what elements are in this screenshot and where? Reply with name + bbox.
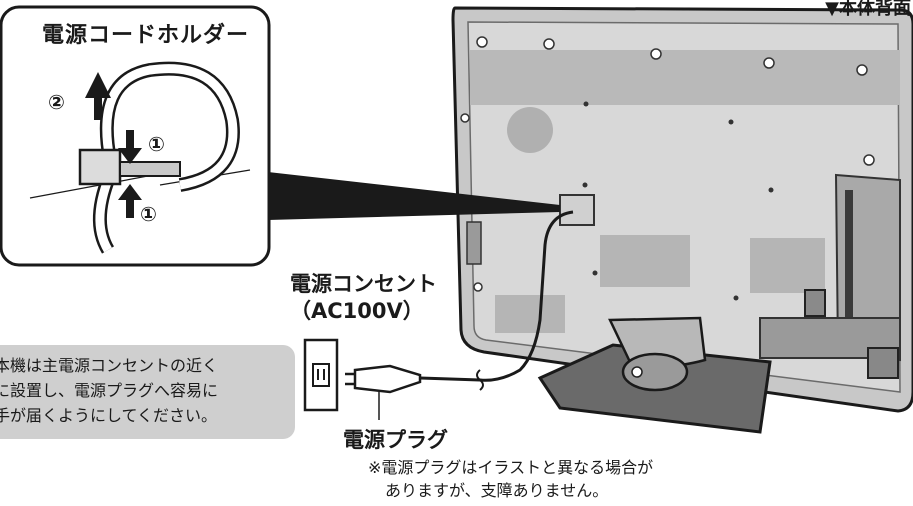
- step-1-marker-lower: ①: [140, 202, 157, 226]
- outlet-label: 電源コンセント （AC100V）: [290, 271, 437, 325]
- wall-outlet: [303, 338, 339, 412]
- power-cord: [419, 210, 574, 382]
- up-arrow-icon: [85, 72, 111, 120]
- plug-note: ※電源プラグはイラストと異なる場合が ありますが、支障ありません。: [368, 456, 653, 502]
- step-1-marker: ①: [148, 132, 165, 156]
- step-2-marker: ②: [48, 90, 65, 114]
- tv-rear-body: [451, 6, 913, 413]
- holder-inset: [0, 5, 271, 267]
- notice-line1: 本機は主電源コンセントの近く: [0, 356, 219, 375]
- tv-stand: [537, 316, 772, 434]
- notice-box: [0, 345, 295, 439]
- plug-note-line2: ありますが、支障ありません。: [385, 481, 609, 500]
- notice-line2: に設置し、電源プラグへ容易に: [0, 381, 219, 400]
- rear-label: ▼本体背面: [825, 0, 911, 19]
- down-arrow-icon: [118, 130, 142, 164]
- up-arrow-icon: [118, 184, 142, 218]
- holder-title: 電源コードホルダー: [42, 23, 250, 48]
- power-plug: [345, 364, 422, 420]
- zoom-beam: [268, 172, 560, 220]
- notice-text: 本機は主電源コンセントの近く に設置し、電源プラグへ容易に 手が届くようにしてく…: [0, 353, 218, 428]
- plug-note-line1: ※電源プラグはイラストと異なる場合が: [368, 458, 654, 477]
- notice-line3: 手が届くようにしてください。: [0, 406, 218, 425]
- plug-label: 電源プラグ: [343, 428, 448, 452]
- outlet-label-line2: （AC100V）: [290, 299, 424, 323]
- outlet-label-line1: 電源コンセント: [290, 272, 437, 296]
